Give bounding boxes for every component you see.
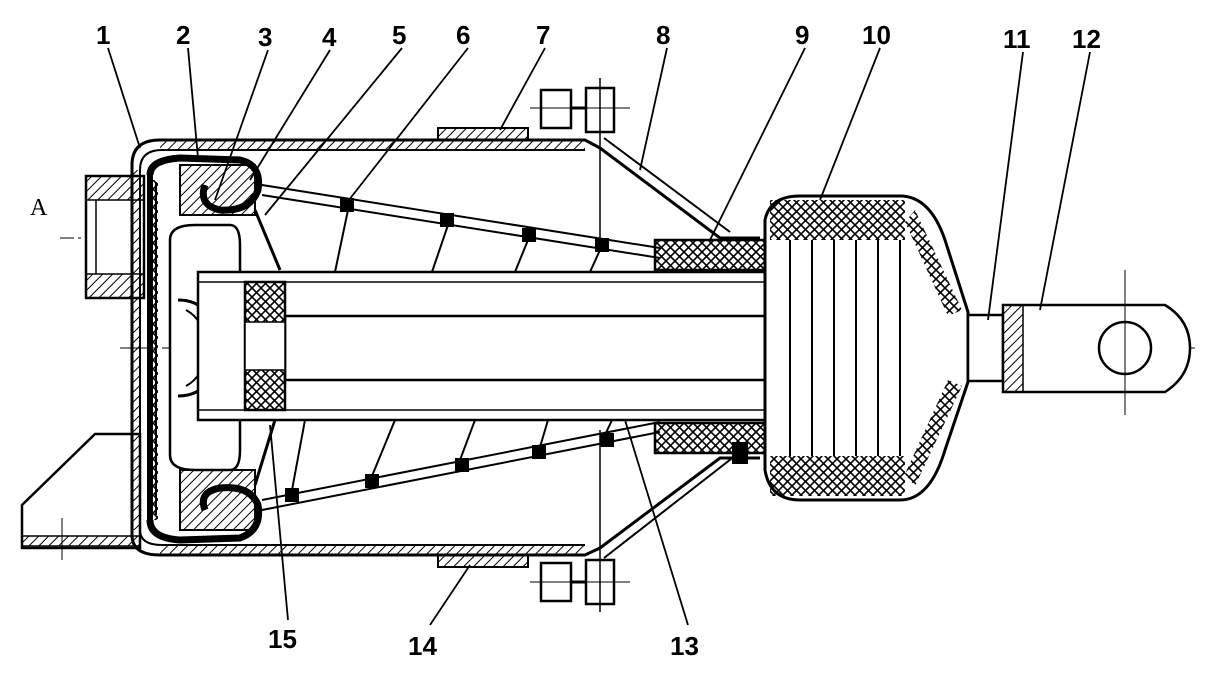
callout-6: 6 bbox=[456, 20, 470, 50]
callout-10: 10 bbox=[862, 20, 891, 50]
callout-12: 12 bbox=[1072, 24, 1101, 54]
leader-lines bbox=[107, 47, 1091, 626]
port-label-a: A bbox=[30, 195, 48, 221]
callout-1: 1 bbox=[96, 20, 110, 50]
callout-4: 4 bbox=[322, 22, 337, 52]
callout-14: 14 bbox=[408, 631, 437, 661]
rubber-pad-core bbox=[244, 321, 286, 371]
mounting-bracket bbox=[20, 432, 142, 560]
spring-seat bbox=[253, 209, 282, 486]
callout-3: 3 bbox=[258, 22, 272, 52]
callout-11: 11 bbox=[1003, 24, 1031, 54]
front-cover bbox=[599, 137, 760, 559]
clamp-bolt-top bbox=[530, 78, 630, 250]
rod-seals bbox=[653, 238, 767, 464]
spring-housing bbox=[130, 127, 601, 568]
callout-15: 15 bbox=[268, 624, 297, 654]
dust-boot bbox=[763, 194, 970, 502]
brake-spring bbox=[261, 184, 661, 511]
callout-5: 5 bbox=[392, 20, 406, 50]
callout-9: 9 bbox=[795, 20, 809, 50]
callout-8: 8 bbox=[656, 20, 670, 50]
callout-13: 13 bbox=[670, 631, 699, 661]
callout-2: 2 bbox=[176, 20, 190, 50]
clamp-bolt-bottom bbox=[530, 430, 630, 612]
clevis bbox=[1001, 270, 1192, 415]
callout-7: 7 bbox=[536, 20, 550, 50]
